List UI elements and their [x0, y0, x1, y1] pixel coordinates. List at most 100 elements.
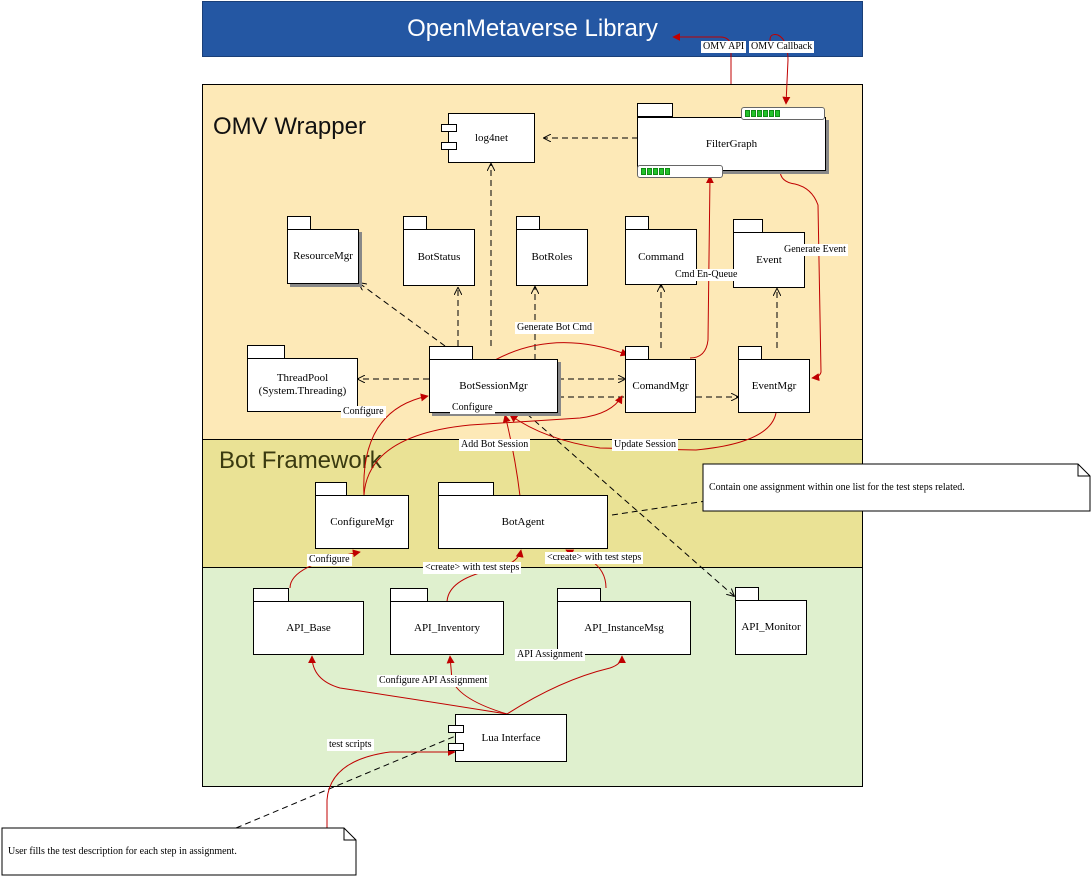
cmd-enqueue-label: Cmd En-Queue [673, 269, 740, 281]
event-body: Event [733, 232, 805, 288]
api-assignment-label: API Assignment [515, 649, 585, 661]
resourcemgr-package[interactable]: ResourceMgr [287, 216, 359, 284]
test-scripts-flow [326, 748, 456, 828]
component-port-icon [441, 142, 457, 150]
package-tab [429, 346, 473, 360]
user-note-text: User fills the test description for each… [8, 846, 237, 857]
api-inventory-package[interactable]: API_Inventory [390, 588, 504, 655]
package-tab [287, 216, 311, 230]
component-port-icon [441, 124, 457, 132]
assignment-note-shape [702, 463, 1091, 512]
api-instancemsg-package[interactable]: API_InstanceMsg [557, 588, 691, 655]
api-monitor-body: API_Monitor [735, 600, 807, 655]
assign-api-instancemsg-flow [506, 655, 626, 715]
cmd-enqueue-flow [689, 175, 714, 359]
botstatus-body: BotStatus [403, 229, 475, 286]
bot-framework-label: Bot Framework [219, 447, 382, 474]
comandmgr-package[interactable]: ComandMgr [625, 346, 696, 413]
package-tab [735, 587, 759, 601]
configure-threadpool-flow [363, 393, 429, 496]
configure-api-base-flow [308, 655, 508, 715]
threadpool-body: ThreadPool (System.Threading) [247, 358, 358, 412]
package-tab [738, 346, 762, 360]
resourcemgr-label: ResourceMgr [293, 250, 353, 262]
package-tab [516, 216, 540, 230]
comandmgr-label: ComandMgr [632, 379, 689, 392]
log4net-component[interactable]: log4net [441, 113, 535, 163]
openmetaverse-library-title: OpenMetaverse Library [202, 1, 863, 57]
assignment-note-text: Contain one assignment within one list f… [709, 482, 965, 493]
configuremgr-package[interactable]: ConfigureMgr [315, 482, 409, 549]
package-tab [625, 346, 649, 360]
create-with-test-steps-label-1: <create> with test steps [423, 562, 522, 574]
configuremgr-label: ConfigureMgr [330, 515, 394, 528]
botsessionmgr-to-resourcemgr-link [359, 283, 446, 347]
component-port-icon [448, 743, 464, 751]
update-session-label: Update Session [612, 439, 678, 451]
event-label: Event [756, 253, 782, 266]
event-package[interactable]: Event [733, 219, 805, 288]
eventmgr-body: EventMgr [738, 359, 810, 413]
test-scripts-label: test scripts [327, 739, 374, 751]
generate-event-flow [779, 169, 822, 382]
botagent-note-anchor [611, 500, 707, 516]
command-label: Command [638, 250, 684, 263]
omv-wrapper-label: OMV Wrapper [213, 113, 366, 140]
configure-label-1: Configure [341, 406, 386, 418]
package-tab [625, 216, 649, 230]
configuremgr-body: ConfigureMgr [315, 495, 409, 549]
api-instancemsg-label: API_InstanceMsg [584, 621, 664, 634]
user-note-shape [1, 827, 357, 876]
filtergraph-package[interactable]: FilterGraph [637, 103, 826, 171]
api-inventory-label: API_Inventory [414, 621, 480, 634]
configure-comandmgr-flow [363, 395, 623, 496]
omv-callback-label: OMV Callback [749, 41, 815, 53]
threadpool-label: ThreadPool (System.Threading) [258, 372, 347, 397]
botsessionmgr-to-api-monitor-link [526, 413, 734, 596]
lua-interface-component[interactable]: Lua Interface [448, 714, 567, 762]
package-tab [253, 588, 289, 602]
api-base-package[interactable]: API_Base [253, 588, 364, 655]
generate-bot-cmd-label: Generate Bot Cmd [515, 322, 594, 334]
omv-api-label: OMV API [701, 41, 747, 53]
add-bot-session-flow [502, 414, 521, 497]
generate-bot-cmd-flow [494, 342, 629, 361]
botagent-package[interactable]: BotAgent [438, 482, 608, 549]
botsessionmgr-label: BotSessionMgr [459, 379, 528, 392]
botroles-label: BotRoles [531, 251, 573, 263]
filtergraph-input-meter [741, 107, 825, 120]
package-tab [438, 482, 494, 496]
botroles-body: BotRoles [516, 229, 588, 286]
configure-label-2: Configure [450, 402, 495, 414]
generate-event-label: Generate Event [782, 244, 848, 256]
filtergraph-body: FilterGraph [637, 117, 826, 171]
threadpool-package[interactable]: ThreadPool (System.Threading) [247, 345, 358, 412]
api-monitor-label: API_Monitor [741, 621, 801, 633]
filtergraph-label: FilterGraph [705, 137, 758, 150]
lua-interface-label: Lua Interface [481, 732, 541, 744]
package-tab [637, 103, 673, 117]
log4net-label: log4net [475, 132, 508, 144]
botstatus-package[interactable]: BotStatus [403, 216, 475, 286]
configure-label-3: Configure [307, 554, 352, 566]
resourcemgr-body: ResourceMgr [287, 229, 359, 284]
configure-api-assignment-label: Configure API Assignment [377, 675, 490, 687]
package-tab [247, 345, 285, 359]
api-base-label: API_Base [286, 621, 331, 634]
comandmgr-body: ComandMgr [625, 359, 696, 413]
botstatus-label: BotStatus [417, 251, 461, 263]
add-bot-session-label: Add Bot Session [459, 439, 531, 451]
botroles-package[interactable]: BotRoles [516, 216, 588, 286]
api-inventory-body: API_Inventory [390, 601, 504, 655]
botagent-body: BotAgent [438, 495, 608, 549]
create-with-test-steps-label-2: <create> with test steps [545, 552, 644, 564]
assignment-note: Contain one assignment within one list f… [703, 464, 1090, 511]
eventmgr-package[interactable]: EventMgr [738, 346, 810, 413]
api-monitor-package[interactable]: API_Monitor [735, 587, 807, 655]
eventmgr-label: EventMgr [751, 379, 797, 392]
package-tab [315, 482, 347, 496]
component-port-icon [448, 725, 464, 733]
package-tab [403, 216, 427, 230]
user-note: User fills the test description for each… [2, 828, 356, 875]
